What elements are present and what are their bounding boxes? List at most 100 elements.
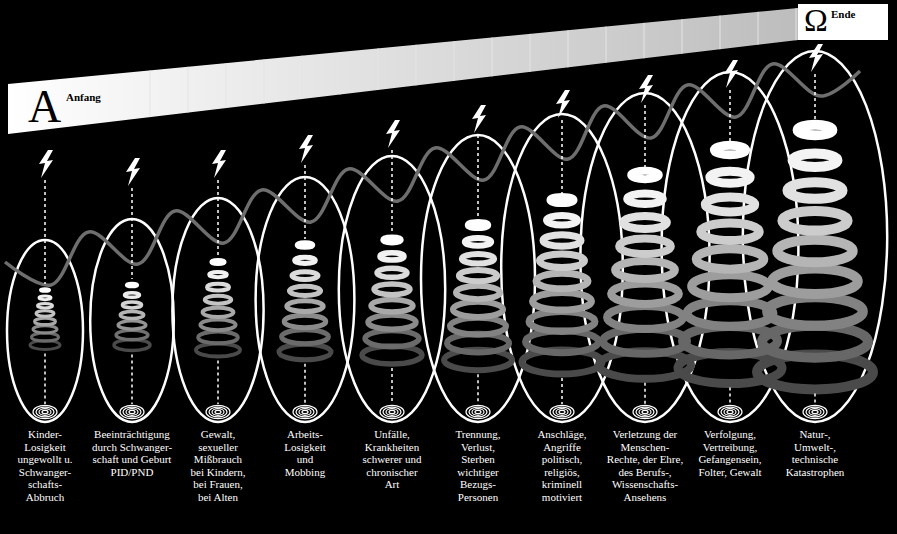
dashed-axis [304,364,306,404]
spiral-coil [550,196,574,203]
spiral-coil [122,302,141,308]
time-wedge [8,8,798,134]
target-rings [389,410,395,413]
spiral-coil [468,222,488,228]
dashed-axis [644,105,646,169]
spiral-coil [798,125,833,135]
connecting-coil [5,64,860,285]
trauma-label: Verfolgung, Vertreibung, Gefangensein, F… [695,428,765,478]
spiral-coil [696,249,764,269]
dashed-axis [391,150,393,234]
target-rings [120,405,144,418]
target-rings [466,405,490,418]
target-rings [209,407,227,417]
target-rings [383,407,401,417]
lightning-bolt [299,135,313,163]
target-rings [803,405,827,418]
dashed-axis [131,354,133,404]
dashed-axis [561,378,563,404]
lightning-bolt [212,150,226,178]
spiral-coil [209,272,227,277]
spiral-coil [127,283,138,286]
spiral-coil [282,330,329,344]
spiral-coil [627,193,663,204]
grid-line [340,0,341,140]
spiral-coil [365,330,419,346]
lightning-bolt [724,60,738,88]
spiral-cone [362,237,422,364]
target-rings [809,409,821,416]
spiral-coil [782,211,847,231]
target-rings [123,407,141,417]
spiral-coil [33,326,57,333]
spiral-coil [462,254,494,264]
phase-ellipse [172,198,263,422]
spiral-coil [383,237,401,242]
spiral-coil [701,223,760,241]
phase-ellipse [580,93,709,422]
spiral-coil [547,216,578,225]
dashed-axis [304,165,306,239]
spiral-coil [380,253,404,260]
end-box [798,4,888,40]
end-word: Ende [831,9,855,20]
lightning-bolt [386,120,400,148]
spiral-coil [714,145,745,154]
spiral-cone [196,260,240,357]
spiral-coil [787,182,842,199]
target-rings [126,409,138,416]
spiral-coil [207,284,229,291]
lightning-bolt [126,158,140,186]
trauma-label: Natur-, Umwelt-, technische Katastrophen [782,428,848,478]
spiral-coil [767,297,863,326]
target-rings [636,407,654,417]
target-rings [215,410,221,413]
spiral-coil [459,270,497,281]
dashed-axis [44,180,46,284]
spiral-coil [295,257,316,263]
spiral-coil [289,286,320,295]
spiral-coil [38,303,53,308]
grid-line [454,0,455,140]
spiral-cone [279,243,331,360]
target-rings [472,409,484,416]
spiral-coil [284,315,326,327]
grid-line [530,0,531,140]
spiral-coil [536,273,588,289]
start-word: Anfang [66,92,101,103]
spiral-cone [30,289,60,350]
trauma-label: Gewalt, sexueller Mißbrauch bei Kindern,… [186,428,250,503]
dashed-axis [644,383,646,404]
spiral-coil [374,284,410,295]
grid-line [378,0,379,140]
trauma-label: Trennung, Verlust, Sterben wichtiger Bez… [450,428,506,503]
phase-ellipse [743,51,887,422]
grid-line [416,0,417,140]
dashed-axis [391,368,393,404]
dashed-axis [561,120,563,194]
grid-line [606,0,607,140]
grid-line [492,0,493,140]
trauma-label: Beeinträchtigung durch Schwanger- schaft… [90,428,174,478]
spiral-coil [287,301,323,312]
grid-line [226,0,227,140]
target-rings [727,410,733,413]
spiral-coil [611,284,679,304]
spiral-coil [200,320,235,331]
spiral-cone [757,125,873,390]
target-rings [380,405,404,418]
spiral-coil [203,308,234,317]
spiral-coil [456,286,500,299]
dashed-axis [477,374,479,404]
target-rings [469,407,487,417]
target-rings [33,405,57,418]
target-rings [553,407,571,417]
target-rings [299,409,311,416]
spiral-coil [368,315,416,329]
target-rings [812,410,818,413]
dashed-axis [217,180,219,256]
spiral-coil [279,344,331,360]
target-rings [806,407,824,417]
spiral-coil [211,260,224,264]
